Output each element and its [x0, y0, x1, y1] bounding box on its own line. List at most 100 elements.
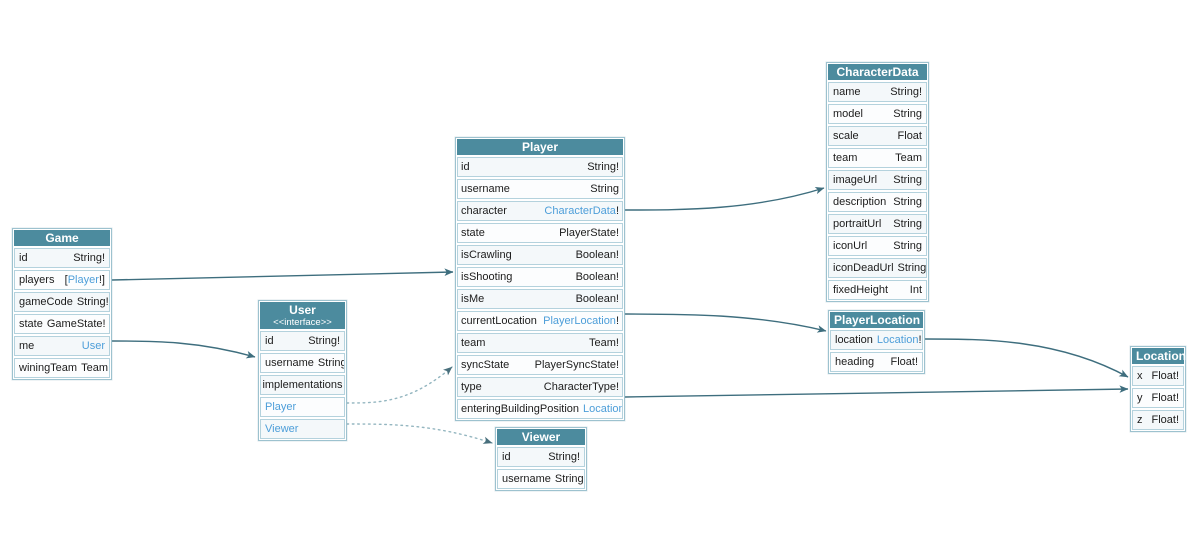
field-name: enteringBuildingPosition — [461, 403, 580, 415]
field-type: PlayerState! — [559, 227, 619, 239]
table-header[interactable]: Viewer — [497, 429, 585, 445]
field-name: username — [265, 357, 314, 369]
field-name: scale — [833, 130, 859, 142]
type-link[interactable]: Location — [583, 403, 623, 415]
table-subtitle: <<interface>> — [273, 317, 332, 328]
field-row: username String — [260, 353, 345, 373]
field-name: z — [1137, 414, 1143, 426]
field-name: gameCode — [19, 296, 73, 308]
implementation-link[interactable]: Viewer — [265, 423, 299, 435]
type-modifier: ! — [615, 205, 619, 217]
type-text: Team — [81, 362, 108, 374]
edge-user-implementation-player — [346, 366, 453, 404]
edge-user-implementation-viewer — [346, 423, 493, 444]
type-link[interactable]: CharacterData — [544, 205, 616, 217]
type-text: String — [893, 240, 922, 252]
field-type: String — [893, 108, 922, 120]
edge-playerlocation-location-to-location — [924, 338, 1129, 378]
field-name: type — [461, 381, 482, 393]
field-type: User — [82, 340, 105, 352]
table-header[interactable]: User<<interface>> — [260, 302, 345, 329]
field-type: CharacterType! — [544, 381, 619, 393]
type-link[interactable]: Location — [876, 334, 919, 346]
type-text: String — [893, 218, 922, 230]
field-type: Boolean! — [576, 249, 619, 261]
field-row[interactable]: Player — [260, 397, 345, 417]
table-header[interactable]: PlayerLocation — [830, 312, 923, 328]
table-header[interactable]: Game — [14, 230, 110, 246]
field-type: String — [318, 357, 344, 369]
type-text: String — [893, 108, 922, 120]
type-text: [ — [64, 274, 68, 286]
field-type: Team — [895, 152, 922, 164]
field-row[interactable]: Viewer — [260, 419, 345, 439]
type-text: PlayerState! — [559, 227, 619, 239]
field-name: name — [833, 86, 861, 98]
field-name: fixedHeight — [833, 284, 889, 296]
field-name: me — [19, 340, 35, 352]
field-type: Float! — [1151, 370, 1179, 382]
table-header[interactable]: Location — [1132, 348, 1186, 364]
type-text: GameState! — [46, 318, 106, 330]
type-text: Float! — [1151, 370, 1179, 382]
field-name: location — [835, 334, 873, 346]
type-text: String — [893, 196, 922, 208]
type-text: String — [554, 473, 584, 485]
section-label: implementations — [262, 379, 343, 391]
implementation-link[interactable]: Player — [265, 401, 297, 413]
type-text: String — [893, 174, 922, 186]
table-title: Game — [45, 231, 79, 245]
type-text: String! — [308, 335, 340, 347]
table-title: Player — [521, 140, 559, 154]
edge-player-character-to-characterdata — [624, 186, 825, 211]
table-header[interactable]: CharacterData — [828, 64, 927, 80]
field-name: username — [502, 473, 551, 485]
field-name: id — [502, 451, 511, 463]
type-text: Float! — [1151, 414, 1179, 426]
table-title: CharacterData — [836, 65, 919, 79]
type-text: String! — [73, 252, 105, 264]
type-link[interactable]: PlayerLocation — [543, 315, 616, 327]
type-link[interactable]: User — [81, 340, 105, 352]
field-row: iconUrl String — [828, 236, 927, 256]
field-type: Float! — [1151, 392, 1179, 404]
field-row: z Float! — [1132, 410, 1184, 430]
field-name: state — [19, 318, 43, 330]
field-type: String! — [587, 161, 619, 173]
field-type: Float! — [1151, 414, 1179, 426]
field-type: String — [893, 240, 922, 252]
field-type: String — [898, 262, 926, 274]
field-name: iconUrl — [833, 240, 868, 252]
field-row: type CharacterType! — [457, 377, 623, 397]
type-text: Float! — [1151, 392, 1179, 404]
field-type: PlayerLocation! — [543, 315, 619, 327]
type-link[interactable]: Player — [67, 274, 99, 286]
field-name: winingTeam — [19, 362, 78, 374]
type-text: String! — [587, 161, 619, 173]
field-name: isMe — [461, 293, 485, 305]
edge-player-enteringbuildingposition-to-location — [624, 385, 1129, 398]
table-header[interactable]: Player — [457, 139, 623, 155]
